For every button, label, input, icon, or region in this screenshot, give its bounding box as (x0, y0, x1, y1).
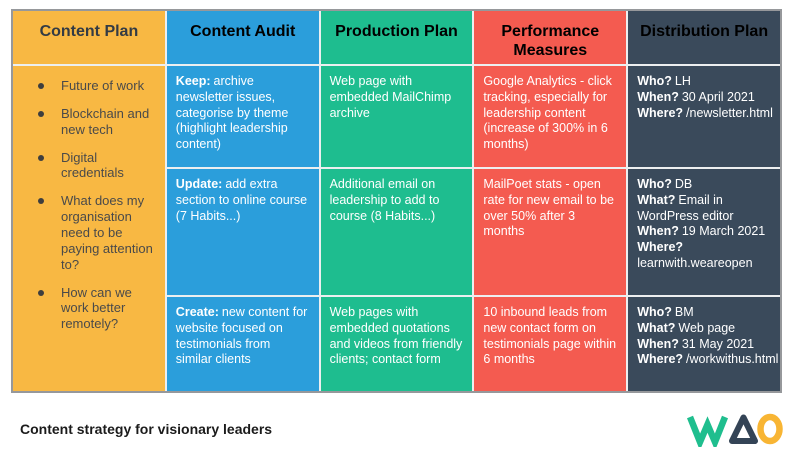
cell-text: new content for website focused on testi… (175, 305, 308, 367)
wao-logo (687, 413, 783, 447)
distribution-plan-row-2-cell: Who?DB What?Email in WordPress editor Wh… (628, 169, 780, 295)
cell-text: Web pages with embedded quotations and v… (329, 305, 463, 367)
cell-lead-label: Keep: (175, 74, 211, 88)
strategy-table: Content Plan Content Audit Production Pl… (11, 9, 782, 393)
qa-label: Who? (637, 74, 672, 88)
content-audit-create-cell: Create:new content for website focused o… (166, 297, 319, 391)
qa-line: Where?/workwithus.html (637, 352, 778, 368)
qa-label: Where? (637, 352, 684, 367)
qa-answer: BM (674, 305, 694, 319)
cell-lead-label: Create: (175, 305, 219, 319)
list-item: Blockchain and new tech (19, 106, 159, 138)
cell-text: 10 inbound leads from new contact form o… (483, 305, 617, 367)
content-audit-update-cell: Update:add extra section to online cours… (166, 169, 319, 295)
cell-text: archive newsletter issues, categorise by… (175, 74, 289, 151)
distribution-plan-row-1-cell: Who?LH When?30 April 2021 Where?/newslet… (628, 66, 780, 167)
qa-answer: 31 May 2021 (681, 336, 755, 351)
qa-answer: learnwith.weareopen (637, 255, 753, 270)
qa-answer: Web page (678, 320, 736, 335)
cell-lead-label: Update: (175, 177, 223, 191)
content-plan-topics-cell: Future of work Blockchain and new tech D… (13, 66, 165, 391)
qa-label: What? (637, 192, 676, 207)
qa-line: Who?LH (637, 74, 771, 90)
production-plan-row-1-cell: Web page with embedded MailChimp archive (320, 66, 473, 167)
list-item: Future of work (19, 78, 159, 94)
qa-answer: Email in WordPress editor (637, 192, 734, 223)
distribution-plan-row-3-cell: Who?BM What?Web page When?31 May 2021 Wh… (628, 297, 780, 391)
qa-line: What?Web page (637, 321, 771, 337)
column-header-performance-measures: Performance Measures (474, 11, 627, 64)
cell-text: add extra section to online course (7 Ha… (175, 177, 308, 223)
qa-label: When? (637, 224, 679, 239)
content-audit-keep-cell: Keep:archive newsletter issues, categori… (166, 66, 319, 167)
list-item: Digital credentials (19, 150, 159, 182)
content-plan-topic-list: Future of work Blockchain and new tech D… (19, 78, 159, 332)
qa-line: Who?DB (637, 177, 771, 193)
qa-line: Where?/newsletter.html (637, 105, 773, 122)
column-header-distribution-plan: Distribution Plan (628, 11, 780, 64)
performance-measures-row-2-cell: MailPoet stats - open rate for new email… (474, 169, 627, 295)
cell-text: Google Analytics - click tracking, espec… (483, 74, 612, 151)
qa-answer: 30 April 2021 (681, 89, 755, 104)
production-plan-row-2-cell: Additional email on leadership to add to… (320, 169, 473, 295)
qa-answer: /newsletter.html (686, 105, 773, 120)
performance-measures-row-3-cell: 10 inbound leads from new contact form o… (474, 297, 627, 391)
qa-line: When?31 May 2021 (637, 337, 771, 353)
column-header-production-plan: Production Plan (320, 11, 473, 64)
qa-label: What? (637, 320, 676, 335)
qa-label: When? (637, 89, 679, 104)
slide-caption: Content strategy for visionary leaders (20, 421, 273, 437)
qa-line: When?19 March 2021 (637, 224, 771, 240)
logo-letter-o (757, 413, 783, 445)
qa-answer: LH (674, 74, 691, 88)
qa-line: Who?BM (637, 305, 771, 321)
qa-line: What?Email in WordPress editor (637, 193, 771, 225)
column-header-content-plan: Content Plan (13, 11, 165, 64)
qa-label: Where? (637, 240, 684, 254)
list-item: What does my organisation need to be pay… (19, 193, 159, 272)
production-plan-row-3-cell: Web pages with embedded quotations and v… (320, 297, 473, 391)
qa-answer: 19 March 2021 (681, 224, 766, 239)
column-header-content-audit: Content Audit (166, 11, 319, 64)
cell-text: MailPoet stats - open rate for new email… (483, 177, 615, 239)
logo-letter-a-triangle (729, 414, 758, 444)
qa-answer: /workwithus.html (686, 352, 779, 367)
qa-answer: DB (674, 177, 693, 191)
performance-measures-row-1-cell: Google Analytics - click tracking, espec… (474, 66, 627, 167)
list-item: How can we work better remotely? (19, 285, 159, 333)
qa-label: Who? (637, 305, 672, 319)
qa-label: Who? (637, 177, 672, 191)
cell-text: Additional email on leadership to add to… (329, 177, 440, 223)
qa-label: Where? (637, 105, 684, 120)
qa-line: When?30 April 2021 (637, 90, 771, 106)
qa-label: When? (637, 336, 679, 351)
cell-text: Web page with embedded MailChimp archive (329, 74, 452, 120)
logo-letter-w (687, 415, 729, 447)
qa-line: Where?learnwith.weareopen (637, 240, 771, 272)
